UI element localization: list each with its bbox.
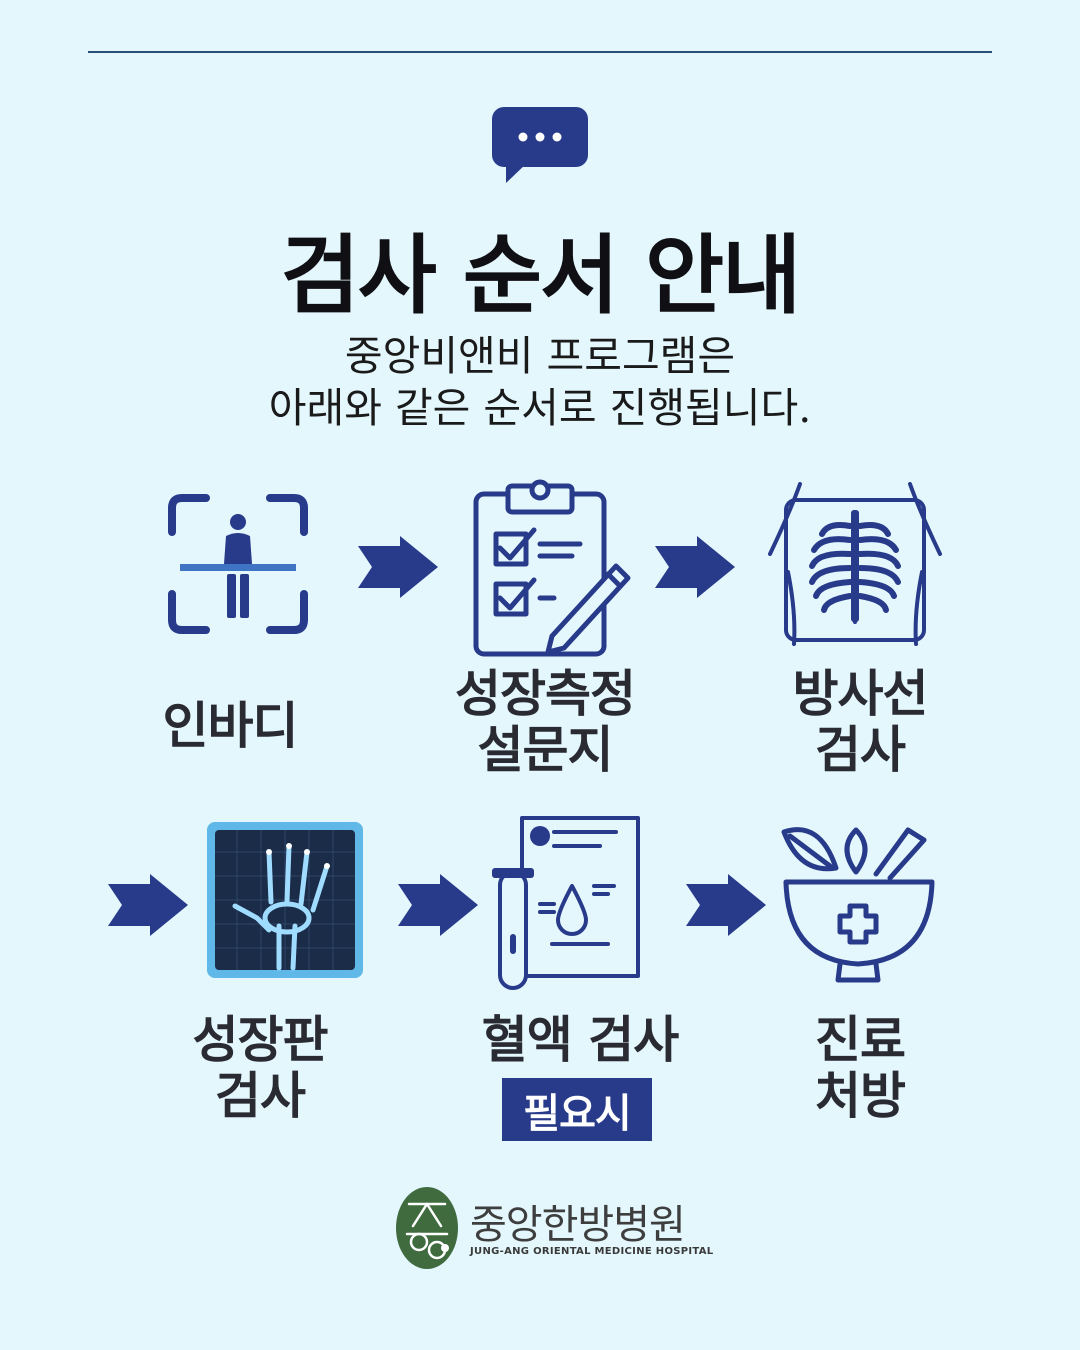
chat-bubble-icon [492, 107, 588, 183]
hand-xray-icon [207, 822, 363, 978]
hospital-name-english: JUNG-ANG ORIENTAL MEDICINE HOSPITAL [470, 1246, 714, 1257]
hospital-logo-icon [396, 1187, 458, 1269]
top-divider [88, 51, 992, 53]
arrow-right-icon [398, 874, 478, 936]
step-label-blood-test: 혈액 검사 [481, 1011, 679, 1069]
herbal-bowl-icon [781, 827, 935, 983]
arrow-right-icon [358, 536, 438, 598]
blood-test-icon [492, 816, 640, 990]
page-title: 검사 순서 안내 [280, 226, 802, 326]
step-label-treatment: 진료 처방 [815, 1011, 906, 1125]
step-label-radiology: 방사선 검사 [792, 665, 929, 779]
step-label-growth-plate: 성장판 검사 [192, 1011, 329, 1125]
step-label-inbody: 인바디 [162, 697, 299, 755]
chest-xray-icon [768, 482, 942, 646]
arrow-right-icon [108, 874, 188, 936]
optional-badge: 필요시 [502, 1078, 652, 1141]
subtitle-line2: 아래와 같은 순서로 진행됩니다. [268, 384, 812, 432]
body-scan-icon [168, 494, 308, 634]
subtitle-line1: 중앙비앤비 프로그램은 [344, 332, 736, 380]
page-subtitle: 중앙비앤비 프로그램은 아래와 같은 순서로 진행됩니다. [0, 330, 1080, 434]
arrow-right-icon [655, 536, 735, 598]
step-label-growth-survey: 성장측정 설문지 [455, 665, 636, 779]
clipboard-survey-icon [473, 479, 631, 657]
hospital-name: 중앙한방병원 [470, 1202, 686, 1248]
arrow-right-icon [686, 874, 766, 936]
